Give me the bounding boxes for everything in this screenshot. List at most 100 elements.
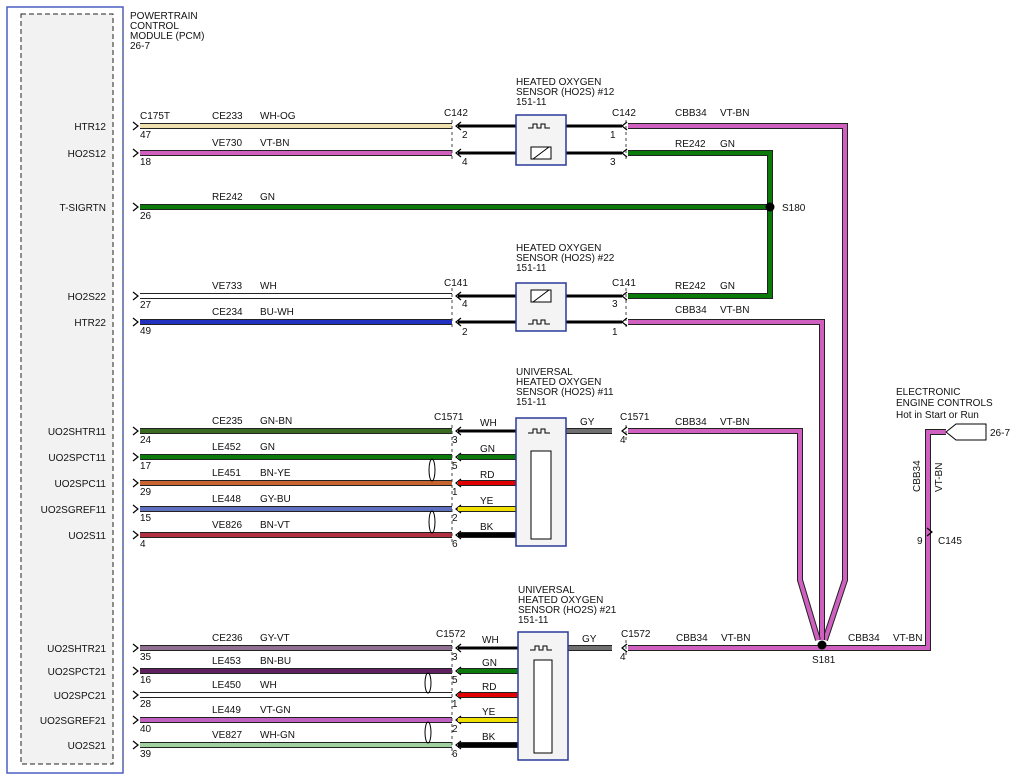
wire-color-vtbn: VT-BN [720, 305, 749, 316]
heater-icon [528, 123, 550, 129]
wire-gy-label: GY [582, 634, 597, 645]
pin-number: 1 [612, 327, 618, 338]
wire-color-uo2sgref11: GY-BU [260, 494, 291, 505]
wire-cbb34-htr12 [628, 124, 847, 641]
twisted-pair-marker [424, 672, 432, 694]
wire-cbb34-uhtr11 [628, 429, 820, 641]
pcm-pin-number-uo2sgref21: 40 [140, 724, 152, 735]
pcm-title-line: POWERTRAIN [130, 11, 198, 22]
pcm-pin-number-uo2shtr11: 24 [140, 435, 152, 446]
wire-color-gn: GN [720, 281, 735, 292]
pcm-connector-pin-uo2spct11 [132, 452, 139, 462]
circuit-cbb34-vertical: CBB34 [912, 460, 923, 492]
sensing-element-slash [532, 146, 550, 160]
connector-c1572-left: C1572 [436, 629, 466, 640]
connector-c1571-right: C1571 [620, 412, 650, 423]
pin-number: 6 [452, 749, 458, 760]
pcm-pin-label-uo2s11: UO2S11 [68, 531, 106, 542]
pcm-connector-pin-htr12 [132, 121, 139, 131]
sensor-ho2s12-title: SENSOR (HO2S) #12 [516, 87, 615, 98]
splice-s180-label: S180 [782, 203, 806, 214]
pcm-pin-label-htr12: HTR12 [74, 122, 106, 133]
heater-icon [528, 319, 550, 325]
circuit-cbb34: CBB34 [848, 633, 880, 644]
pcm-connector-pin-uo2sgref11 [132, 504, 139, 514]
pcm-pin-number-uo2sgref11: 15 [140, 513, 152, 524]
circuit-uo2spct11: LE452 [212, 442, 241, 453]
sensor-uho2s11-title: 151-11 [516, 397, 547, 408]
circuit-uo2s11: VE826 [212, 520, 242, 531]
heater-icon [528, 428, 550, 434]
sensor-lead-label: GN [482, 658, 497, 669]
pcm-pin-label-htr22: HTR22 [74, 318, 106, 329]
wire-color-ho2s12: VT-BN [260, 138, 289, 149]
wire-cbb34-main [628, 430, 946, 650]
pcm-pin-number-uo2shtr21: 35 [140, 652, 152, 663]
splice-s181-label: S181 [812, 655, 836, 666]
pcm-pin-number-ho2s22: 27 [140, 300, 152, 311]
sensor-lead-label: BK [482, 732, 496, 743]
circuit-uo2sgref21: LE449 [212, 705, 241, 716]
pin-number: 3 [452, 435, 458, 446]
connector-c141-right: C141 [612, 278, 636, 289]
wire-cbb34-htr22 [628, 320, 824, 640]
pin-number: 2 [452, 513, 458, 524]
pcm-pin-number-uo2spct11: 17 [140, 461, 152, 472]
connector-c142-right: C142 [612, 108, 636, 119]
wire-re242-loop [628, 151, 772, 298]
pcm-pin-number-uo2s11: 4 [140, 539, 146, 550]
wire-color-vtbn-vertical: VT-BN [934, 463, 945, 492]
sensor-lead-label: GN [480, 444, 495, 455]
sensing-cell [533, 659, 553, 754]
wire-color-uo2spct21: BN-BU [260, 656, 291, 667]
sensor-lead-label: WH [480, 418, 497, 429]
pin-number: 4 [462, 157, 468, 168]
pin-number: 4 [620, 652, 626, 663]
wire-color-uo2spct11: GN [260, 442, 275, 453]
connector-c1571-left: C1571 [434, 412, 464, 423]
wire-re242-loop-outline [628, 150, 773, 299]
connector-chevron [621, 317, 628, 327]
sensor-lead-label: YE [480, 496, 494, 507]
pcm-pin-label-uo2spct21: UO2SPCT21 [48, 667, 107, 678]
wire-color-vtbn: VT-BN [721, 633, 750, 644]
connector-chevron [455, 291, 462, 301]
pcm-pin-label-uo2spc11: UO2SPC11 [54, 479, 106, 490]
splice-s181 [817, 640, 827, 650]
circuit-htr22: CE234 [212, 307, 243, 318]
pcm-connector-pin-uo2sgref21 [132, 715, 139, 725]
connector-chevron [455, 643, 462, 653]
wire-cbb34-htr22-outline [628, 319, 825, 640]
circuit-cbb34: CBB34 [675, 305, 707, 316]
circuit-htr12: CE233 [212, 111, 243, 122]
connector-c141-left: C141 [444, 278, 468, 289]
pcm-pin-label-ho2s22: HO2S22 [68, 292, 107, 303]
pcm-connector-pin-uo2shtr21 [132, 643, 139, 653]
eec-ref: 26-7 [990, 428, 1010, 439]
wire-color-vtbn: VT-BN [893, 633, 922, 644]
sensor-uho2s21-title: 151-11 [518, 615, 549, 626]
pcm-pin-label-tsigrtn: T-SIGRTN [60, 203, 106, 214]
eec-subtitle: Hot in Start or Run [896, 410, 979, 421]
pcm-pin-label-uo2s21: UO2S21 [68, 741, 107, 752]
wire-color-uo2shtr11: GN-BN [260, 416, 292, 427]
pcm-pin-label-uo2spc21: UO2SPC21 [54, 691, 107, 702]
pcm-pin-number-htr22: 49 [140, 326, 152, 337]
pcm-title-line: CONTROL [130, 21, 179, 32]
sensor-ho2s22-title: HEATED OXYGEN [516, 243, 601, 254]
connector-chevron [621, 643, 628, 653]
sensor-ho2s22-title: 151-11 [516, 263, 547, 274]
connector-c142-left: C142 [444, 108, 468, 119]
pcm-pin-number-uo2spc21: 28 [140, 699, 152, 710]
wire-color-vtbn: VT-BN [720, 108, 749, 119]
connector-chevron [455, 121, 462, 131]
twisted-pair-marker [428, 510, 436, 534]
circuit-ho2s22: VE733 [212, 281, 242, 292]
sensor-ho2s12-title: 151-11 [516, 97, 547, 108]
pcm-connector-pin-uo2s21 [132, 740, 139, 750]
pin-number: 3 [452, 652, 458, 663]
wire-color-uo2spc11: BN-YE [260, 468, 291, 479]
pcm-pin-label-uo2sgref21: UO2SGREF21 [40, 716, 107, 727]
sensing-element-slash [532, 289, 550, 303]
pcm-pin-label-uo2shtr11: UO2SHTR11 [48, 427, 107, 438]
